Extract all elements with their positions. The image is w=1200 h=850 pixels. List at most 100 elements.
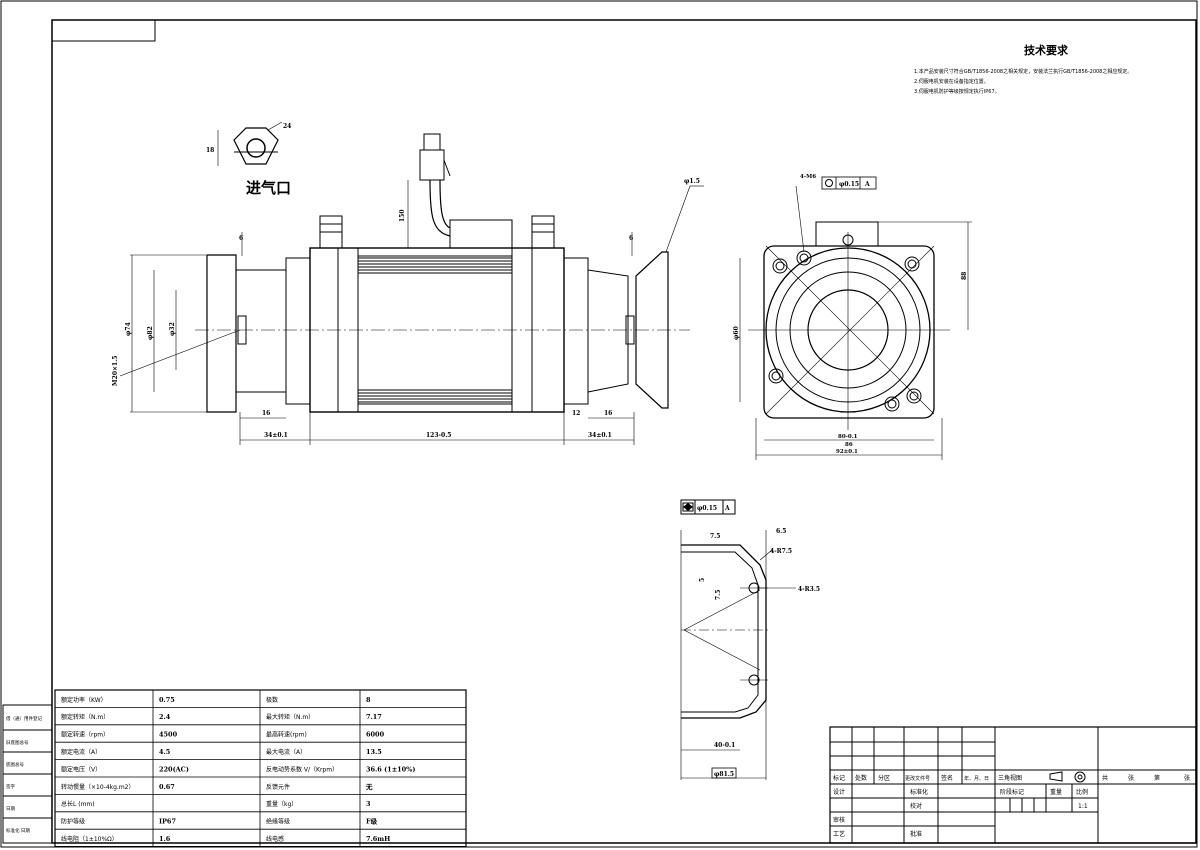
- dim-12: 12: [572, 410, 580, 417]
- dim-88: 88: [961, 272, 968, 280]
- spec-value-r8-c1: 1.6: [159, 835, 171, 843]
- spec-label-r0-c2: 极数: [266, 696, 278, 704]
- inner-frame: [51, 19, 1197, 844]
- gdt-front-ref: A: [864, 181, 870, 188]
- spec-value-r4-c3: 36.6 (1±10%): [366, 765, 415, 773]
- spec-value-r8-c3: 7.6mH: [366, 835, 390, 843]
- motor-front-view: 4-M6 φ0.15 A 88 80-0.1 86 92±0.1 φ60: [733, 174, 972, 460]
- tb-header-5: 年、月、日: [964, 775, 989, 782]
- inlet-label: 进气口: [246, 179, 291, 197]
- tb-role-process: 工艺: [833, 830, 845, 838]
- tb-sheet-no: 第: [1154, 774, 1160, 782]
- dim-86: 86: [845, 442, 853, 448]
- dim-6-5: 6.5: [776, 528, 786, 535]
- strip-label-6: 标准化 日期: [6, 827, 30, 834]
- strip-label-3: 底图总号: [6, 761, 24, 768]
- spec-label-r8-c2: 线电感: [266, 835, 284, 843]
- gdt-front-tol: φ0.15: [839, 181, 859, 188]
- left-admin-strip: 借（通）用件登记 旧底图总号 底图总号 签字 日期 标准化 日期: [2, 704, 53, 844]
- spec-value-r3-c3: 13.5: [366, 748, 382, 756]
- dim-holes: 4-R7.5: [770, 548, 792, 555]
- spec-value-r1-c1: 2.4: [159, 713, 171, 721]
- motor-side-view: φ1.5 6 6 16 12 16 34±0.1 123-0.5 34±0.1 …: [112, 133, 704, 445]
- spec-value-r2-c3: 6000: [366, 731, 385, 739]
- tb-header-2: 分区: [878, 774, 890, 782]
- dim-6-left: 6: [239, 235, 243, 242]
- spec-label-r3-c2: 最大电流（A）: [266, 748, 306, 756]
- spec-label-r5-c2: 反馈元件: [266, 783, 290, 791]
- tb-header-3: 更改文件号: [905, 775, 930, 782]
- dim-34-right: 34±0.1: [588, 432, 612, 439]
- spec-label-r0-c0: 额定功率（KW）: [61, 696, 107, 704]
- tb-header-0: 标记: [833, 774, 845, 782]
- spec-label-r1-c2: 最大转矩（N.m）: [266, 713, 314, 721]
- tb-scale-label: 比例: [1076, 788, 1088, 796]
- tb-role-check: 校对: [910, 802, 922, 810]
- dim-holes2: 4-R3.5: [798, 586, 820, 593]
- spec-label-r2-c0: 额定转速（rpm）: [61, 731, 109, 739]
- spec-label-r4-c0: 额定电压（V）: [61, 765, 101, 773]
- inlet-hex-detail: 18 24 进气口: [206, 121, 291, 197]
- spec-label-r6-c0: 总长L (mm): [61, 800, 95, 808]
- strip-label-2: 旧底图总号: [6, 739, 29, 746]
- tb-projection: 三角视图: [998, 774, 1022, 782]
- tb-header-1: 处数: [855, 774, 867, 782]
- tb-scale-value: 1:1: [1078, 803, 1088, 810]
- dim-phi15: φ1.5: [684, 178, 700, 185]
- spec-label-r2-c2: 最高转速(rpm): [266, 731, 307, 739]
- spec-value-r6-c3: 3: [366, 800, 371, 808]
- dim-16-left: 16: [262, 410, 270, 417]
- dim-phi74: φ74: [125, 322, 132, 336]
- spec-value-r3-c1: 4.5: [159, 748, 171, 756]
- tb-role-design: 设计: [833, 788, 845, 796]
- dim-bolts: 4-M6: [800, 174, 816, 180]
- gdt-detail-ref: A: [724, 505, 730, 512]
- dim-123: 123-0.5: [426, 432, 451, 439]
- tech-req-title: 技术要求: [1024, 43, 1069, 57]
- flange-detail-view: φ0.15 A 7.5 6.5 4-R7.5 4-R3.5 5 7.5 40-0…: [680, 499, 820, 780]
- strip-label-5: 日期: [6, 806, 15, 812]
- spec-table-frame: [54, 689, 467, 848]
- tb-weight: 重量: [1050, 788, 1062, 796]
- dim-34-left: 34±0.1: [264, 432, 288, 439]
- spec-label-r3-c0: 额定电流（A）: [61, 748, 101, 756]
- dim-h150: 150: [399, 209, 406, 222]
- dim-92: 92±0.1: [836, 449, 858, 455]
- dim-7-5b: 7.5: [715, 590, 722, 600]
- tb-sheet-zhang1: 张: [1128, 774, 1134, 782]
- tb-header-4: 签名: [941, 774, 953, 782]
- dim-7-5: 7.5: [710, 533, 720, 540]
- spec-value-r0-c1: 0.75: [159, 696, 175, 704]
- spec-label-r8-c0: 线电阻（1±10%Ω）: [61, 835, 118, 843]
- tb-role-review: 审核: [833, 816, 845, 824]
- title-block: 标记 处数 分区 更改文件号 签名 年、月、日 设计 标准化 校对 审核 工艺 …: [829, 726, 1197, 844]
- tb-sheet-total: 共: [1102, 774, 1108, 782]
- spec-label-r1-c0: 额定转矩（N.m）: [61, 713, 109, 721]
- tech-req-line-1: 1.本产品安装尺寸符合GB/T1856-2008之相关规定，安装法兰执行GB/T…: [914, 68, 1132, 75]
- dim-81-5: φ81.5: [714, 771, 734, 778]
- spec-value-r1-c3: 7.17: [366, 713, 382, 721]
- spec-label-r7-c0: 防护等级: [61, 818, 85, 826]
- spec-value-r2-c1: 4500: [159, 731, 178, 739]
- strip-label-4: 签字: [6, 783, 15, 790]
- strip-label-1: 借（通）用件登记: [6, 715, 42, 722]
- dim-phi82: φ82: [147, 326, 154, 340]
- dim-m20: M20×1.5: [112, 356, 119, 386]
- dim-5: 5: [699, 578, 706, 582]
- gdt-detail-tol: φ0.15: [697, 505, 717, 512]
- dim-40: 40-0.1: [714, 742, 735, 749]
- spec-value-r7-c1: IP67: [159, 818, 176, 826]
- hex-dim-24: 24: [283, 123, 291, 130]
- code-box: [51, 19, 156, 42]
- spec-value-r7-c3: F级: [366, 817, 378, 826]
- spec-label-r7-c2: 绝缘等级: [266, 818, 290, 826]
- tech-req-line-2: 2.伺服电机安装在设备指定位置。: [914, 78, 989, 85]
- spec-label-r4-c2: 反电动势系数 V/（Krpm）: [266, 765, 338, 773]
- dim-phi32: φ32: [169, 322, 176, 336]
- tech-req-line-3: 3.伺服电机防护等级按规定执行IP67。: [914, 88, 1000, 95]
- spec-label-r6-c2: 重量（kg）: [266, 800, 297, 808]
- tb-stage: 阶段标记: [1000, 788, 1024, 796]
